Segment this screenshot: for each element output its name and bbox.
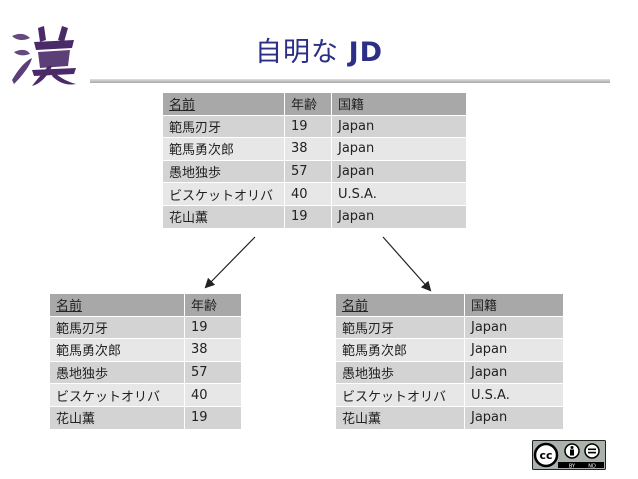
- header-age: 年齢: [285, 93, 332, 116]
- cell-name: 愚地独歩: [163, 160, 285, 184]
- cell-name: 花山薫: [336, 406, 465, 430]
- cell-nationality: Japan: [332, 115, 467, 139]
- cell-name: 愚地独歩: [50, 361, 185, 385]
- cell-nationality: U.S.A.: [465, 384, 564, 407]
- table-row: 花山薫 Japan: [336, 406, 564, 430]
- cell-nationality: Japan: [332, 138, 467, 161]
- nd-icon: [584, 443, 600, 459]
- cell-age: 19: [285, 115, 332, 139]
- cell-name: ビスケットオリバ: [50, 384, 185, 407]
- cell-nationality: Japan: [465, 316, 564, 340]
- table-row: 愚地独歩 57: [50, 361, 242, 385]
- table-row: 範馬刃牙 19: [50, 316, 242, 340]
- cell-age: 19: [185, 406, 242, 430]
- kanji-logo: 漢: [8, 22, 78, 88]
- cell-age: 40: [185, 384, 242, 407]
- title-rule: [90, 79, 610, 83]
- table-row: 範馬勇次郎 38 Japan: [163, 138, 467, 161]
- cell-name: ビスケットオリバ: [336, 384, 465, 407]
- header-nationality: 国籍: [332, 93, 467, 116]
- cc-license-badge[interactable]: cc BY ND: [532, 440, 606, 470]
- cell-nationality: Japan: [332, 205, 467, 229]
- cell-nationality: U.S.A.: [332, 183, 467, 206]
- table-row: 範馬刃牙 19 Japan: [163, 115, 467, 139]
- table-row: ビスケットオリバ U.S.A.: [336, 384, 564, 407]
- title-emphasis: JD: [348, 37, 384, 68]
- cell-age: 38: [185, 339, 242, 362]
- cell-nationality: Japan: [465, 361, 564, 385]
- age-projection-table: 名前 年齢 範馬刃牙 19 範馬勇次郎 38 愚地独歩 57 ビスケットオリバ …: [50, 294, 242, 430]
- cell-age: 19: [285, 205, 332, 229]
- cell-name: 範馬刃牙: [50, 316, 185, 340]
- cell-name: 範馬勇次郎: [336, 339, 465, 362]
- source-table: 名前 年齢 国籍 範馬刃牙 19 Japan 範馬勇次郎 38 Japan 愚地…: [163, 93, 467, 229]
- cell-nationality: Japan: [465, 339, 564, 362]
- arrow-right: [382, 236, 432, 292]
- cell-name: ビスケットオリバ: [163, 183, 285, 206]
- table-row: 愚地独歩 57 Japan: [163, 160, 467, 184]
- cell-name: 花山薫: [50, 406, 185, 430]
- cell-age: 38: [285, 138, 332, 161]
- cell-age: 40: [285, 183, 332, 206]
- cell-nationality: Japan: [332, 160, 467, 184]
- cell-name: 花山薫: [163, 205, 285, 229]
- table-row: 花山薫 19: [50, 406, 242, 430]
- header-nationality: 国籍: [465, 294, 564, 317]
- arrow-left: [204, 236, 256, 289]
- title-text: 自明な: [254, 37, 339, 68]
- cc-text: cc: [539, 449, 552, 462]
- header-name: 名前: [336, 294, 465, 317]
- slide-title: 自明な JD: [0, 30, 638, 69]
- by-label: BY: [569, 463, 576, 469]
- cell-name: 範馬勇次郎: [163, 138, 285, 161]
- cell-name: 範馬刃牙: [163, 115, 285, 139]
- table-row: ビスケットオリバ 40: [50, 384, 242, 407]
- nd-label: ND: [588, 463, 596, 469]
- header-name: 名前: [163, 93, 285, 116]
- table-header-row: 名前 年齢: [50, 294, 242, 317]
- cell-age: 19: [185, 316, 242, 340]
- cell-name: 範馬勇次郎: [50, 339, 185, 362]
- table-row: ビスケットオリバ 40 U.S.A.: [163, 183, 467, 206]
- table-header-row: 名前 年齢 国籍: [163, 93, 467, 116]
- cell-name: 範馬刃牙: [336, 316, 465, 340]
- table-header-row: 名前 国籍: [336, 294, 564, 317]
- cell-nationality: Japan: [465, 406, 564, 430]
- cell-age: 57: [285, 160, 332, 184]
- cell-name: 愚地独歩: [336, 361, 465, 385]
- table-row: 範馬勇次郎 38: [50, 339, 242, 362]
- header-name: 名前: [50, 294, 185, 317]
- header-age: 年齢: [185, 294, 242, 317]
- table-row: 範馬刃牙 Japan: [336, 316, 564, 340]
- cc-icon: [533, 442, 559, 468]
- table-row: 花山薫 19 Japan: [163, 205, 467, 229]
- nationality-projection-table: 名前 国籍 範馬刃牙 Japan 範馬勇次郎 Japan 愚地独歩 Japan …: [336, 294, 564, 430]
- cell-age: 57: [185, 361, 242, 385]
- table-row: 愚地独歩 Japan: [336, 361, 564, 385]
- table-row: 範馬勇次郎 Japan: [336, 339, 564, 362]
